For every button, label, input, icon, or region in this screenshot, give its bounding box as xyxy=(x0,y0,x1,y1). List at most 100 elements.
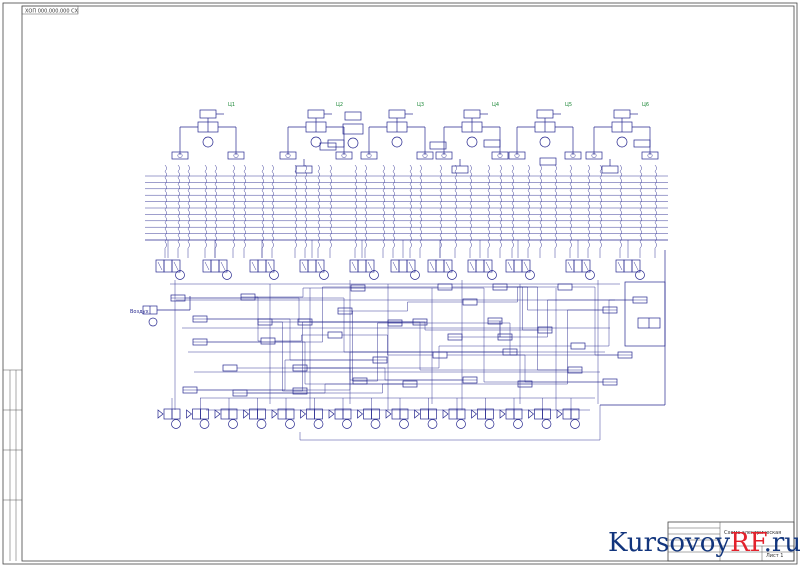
or-cell xyxy=(295,165,313,174)
valve-cell xyxy=(562,408,572,420)
valve-cell xyxy=(285,408,295,420)
or-dot xyxy=(233,153,239,158)
valve-cell xyxy=(631,259,641,273)
valve-port xyxy=(525,270,535,280)
wire xyxy=(185,297,413,323)
or-cell xyxy=(539,157,557,166)
logic-gate xyxy=(222,364,238,372)
valve-cell xyxy=(210,259,220,273)
wire xyxy=(275,334,328,342)
valve-cell xyxy=(573,259,583,273)
valve-port xyxy=(342,419,352,429)
or-cell xyxy=(416,151,434,160)
cylinder-tag: Ц3 xyxy=(417,102,424,108)
bus-tap xyxy=(587,164,590,258)
wire xyxy=(247,383,403,394)
bus-tap xyxy=(204,164,207,258)
or-cell xyxy=(435,151,453,160)
title-block xyxy=(667,521,795,562)
logic-gate xyxy=(327,331,343,339)
valve-port xyxy=(570,419,580,429)
or-cell xyxy=(601,165,619,174)
or-cell xyxy=(641,151,659,160)
or-cell xyxy=(171,151,189,160)
valve-cell xyxy=(357,259,367,273)
bus-tap xyxy=(539,164,542,258)
bus-tap xyxy=(214,164,217,258)
wire xyxy=(352,301,463,312)
wire xyxy=(183,359,387,391)
or-cell xyxy=(227,151,245,160)
control-valve-row xyxy=(157,398,601,441)
valve-cell xyxy=(456,408,466,420)
bus-tap xyxy=(499,164,502,258)
wire xyxy=(452,286,603,311)
valve-port xyxy=(585,270,595,280)
valve-port xyxy=(399,419,409,429)
valve-cell xyxy=(192,408,201,420)
wire xyxy=(477,286,558,303)
control-valve xyxy=(243,398,267,429)
control-valve xyxy=(357,398,381,429)
wire xyxy=(507,286,538,331)
wire xyxy=(258,321,307,392)
cylinder-body xyxy=(199,109,217,119)
wire xyxy=(448,299,647,338)
bus-tap xyxy=(619,164,622,258)
valve-cell xyxy=(443,259,453,273)
actuator-triangle xyxy=(300,409,307,419)
valve-port xyxy=(228,419,238,429)
supply-label: Воздух xyxy=(130,309,149,315)
document-title: Схема электрическая xyxy=(724,530,781,536)
valve-cell xyxy=(371,408,380,420)
control-valve xyxy=(214,398,238,429)
wire xyxy=(351,287,617,383)
distributor xyxy=(249,240,279,280)
valve-port xyxy=(313,419,324,429)
logic-gate xyxy=(437,283,453,291)
cylinder-tag: Ц2 xyxy=(336,102,343,108)
actuator-triangle xyxy=(328,409,335,419)
logic-gate xyxy=(260,337,276,345)
actuator-triangle xyxy=(243,409,250,419)
cylinder-tag: Ц1 xyxy=(228,102,235,108)
logic-gate xyxy=(432,351,448,359)
sheet-label: Лист 1 xyxy=(766,553,783,559)
bus-tap xyxy=(329,164,332,258)
pilot-valve xyxy=(342,123,364,135)
valve-cell xyxy=(171,408,181,420)
distributor xyxy=(202,240,232,280)
wire xyxy=(171,297,517,353)
valve-port xyxy=(256,419,267,429)
cylinder-body xyxy=(613,109,631,119)
actuator-triangle xyxy=(385,409,392,419)
or-cell xyxy=(451,165,469,174)
or-dot xyxy=(570,153,576,158)
distributor xyxy=(155,240,185,280)
valve-port xyxy=(513,419,523,429)
bus-tap xyxy=(354,164,357,258)
or-dot xyxy=(647,153,653,158)
or-dot xyxy=(497,153,503,158)
actuator-triangle xyxy=(271,409,278,419)
valve-port xyxy=(447,270,457,280)
valve-cell xyxy=(435,259,445,273)
actuator-triangle xyxy=(214,409,221,419)
bus-tap xyxy=(271,164,274,258)
binding-strip xyxy=(3,369,22,561)
valve-cell xyxy=(399,408,409,420)
actuator-triangle xyxy=(414,409,421,419)
valve-cell xyxy=(365,259,375,273)
valve-cell xyxy=(163,259,173,273)
valve-cell xyxy=(513,259,523,273)
valve-cell xyxy=(570,408,580,420)
wire xyxy=(493,286,582,371)
valve-cell xyxy=(398,259,408,273)
bus-tap xyxy=(639,164,642,258)
valve-port xyxy=(370,419,381,429)
cylinder-body xyxy=(388,109,406,119)
actuator-triangle xyxy=(499,409,506,419)
or-cell xyxy=(508,151,526,160)
valve-port xyxy=(202,136,214,148)
